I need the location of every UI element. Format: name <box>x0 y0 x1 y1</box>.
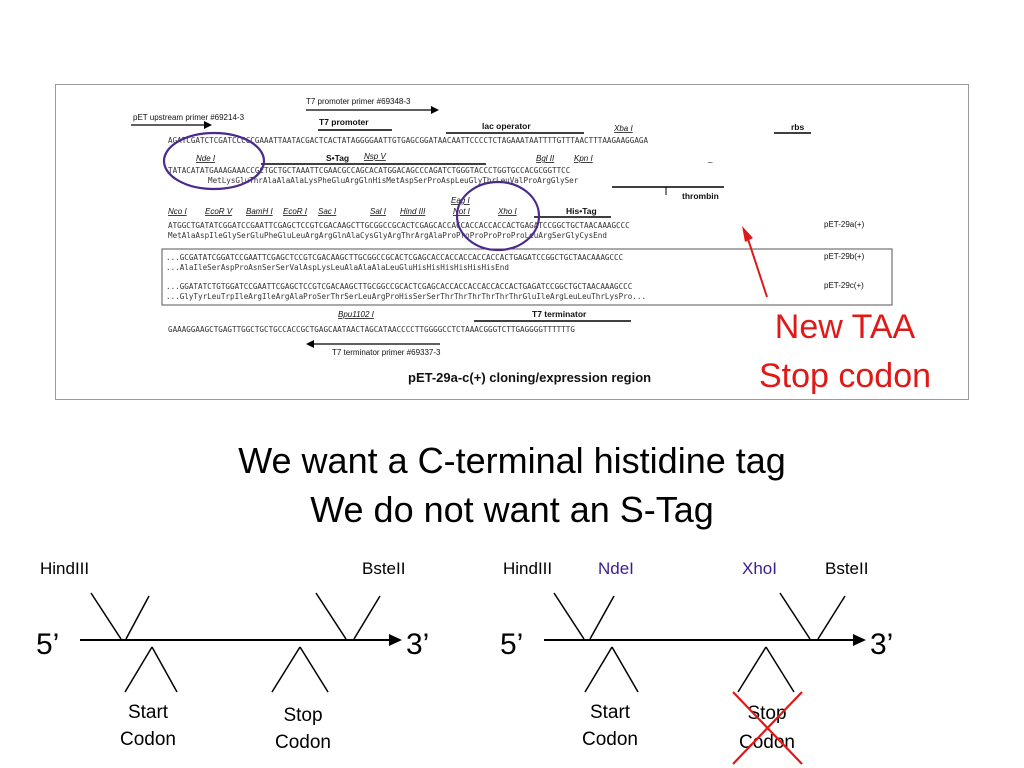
left-hind-label: HindIII <box>40 559 89 578</box>
construct-diagrams: HindIII BsteII 5’ 3’ Start Codon Stop Co… <box>36 559 893 765</box>
right-stop-codon-label-2: Codon <box>739 732 795 753</box>
plasmid-figure: pET upstream primer #69214-3 T7 promoter… <box>55 84 969 400</box>
kpn-label: Kpn I <box>574 154 593 163</box>
seq-line-3: MetLysGluThrAlaAlaAlaLysPheGluArgGlnHisM… <box>208 176 579 185</box>
nde-circle <box>162 131 266 191</box>
plasmid-map: pET upstream primer #69214-3 T7 promoter… <box>131 97 893 385</box>
lac-operator-label: lac operator <box>482 121 531 131</box>
seq-line-5: MetAlaAspIleGlySerGluPheGluLeuArgArgGlnA… <box>168 231 607 240</box>
bpu-label: Bpu1102 I <box>338 310 375 319</box>
t7-terminator-primer-label: T7 terminator primer #69337-3 <box>332 348 441 357</box>
right-start-codon-label-1: Start <box>590 702 631 723</box>
stop-codon-cross-b <box>732 691 803 765</box>
right-xho-label: XhoI <box>742 559 777 578</box>
t7-terminator-label: T7 terminator <box>532 309 587 319</box>
sac-label: Sac I <box>318 207 337 216</box>
sal-label: Sal I <box>370 207 387 216</box>
nco-label: Nco I <box>168 207 187 216</box>
left-bste-label: BsteII <box>362 559 405 578</box>
vector-b-label: pET-29b(+) <box>824 252 865 261</box>
new-taa-label-2: Stop codon <box>758 357 932 395</box>
ecori-label: EcoR I <box>283 207 308 216</box>
xho-circle <box>455 180 541 252</box>
right-three-prime: 3’ <box>870 628 893 661</box>
right-five-prime: 5’ <box>500 628 523 661</box>
nde-label: Nde I <box>196 154 216 163</box>
t7-promoter-label: T7 promoter <box>319 117 369 127</box>
seq-line-10: GAAAGGAAGCTGAGTTGGCTGCTGCCACCGCTGAGCAATA… <box>168 325 575 334</box>
histag-label: His•Tag <box>566 206 597 216</box>
seq-line-8: ...GGATATCTGTGGATCCGAATTCGAGCTCCGTCGACAA… <box>166 282 632 291</box>
bamh-label: BamH I <box>246 207 273 216</box>
right-bste-label: BsteII <box>825 559 868 578</box>
seq-line-4: ATGGCTGATATCGGATCCGAATTCGAGCTCCGTCGACAAG… <box>168 221 630 230</box>
figure-title: pET-29a-c(+) cloning/expression region <box>408 370 651 385</box>
seq-line-6: ...GCGATATCGGATCCGAATTCGAGCTCCGTCGACAAGC… <box>166 253 623 262</box>
ecorv-label: EcoR V <box>205 207 233 216</box>
stag-label: S•Tag <box>326 153 349 163</box>
thrombin-label: thrombin <box>682 191 719 201</box>
left-construct-diagram: HindIII BsteII 5’ 3’ Start Codon Stop Co… <box>36 559 429 753</box>
headline-line-1: We want a C-terminal histidine tag <box>238 440 786 481</box>
left-three-prime: 3’ <box>406 628 429 661</box>
left-start-codon-label-1: Start <box>128 702 169 723</box>
vector-c-label: pET-29c(+) <box>824 281 864 290</box>
seq-line-2: TATACATATGAAAGAAACCGCTGCTGCTAAATTCGAACGC… <box>168 166 570 175</box>
xho-label: Xho I <box>497 207 517 216</box>
right-start-codon-label-2: Codon <box>582 729 638 750</box>
nsp-label: Nsp V <box>364 152 386 161</box>
left-stop-codon-label-1: Stop <box>283 705 322 726</box>
seq-line-1: AGATCGATCTCGATCCCGCGAAATTAATACGACTCACTAT… <box>168 136 648 145</box>
left-start-codon-label-2: Codon <box>120 729 176 750</box>
new-taa-label-1: New TAA <box>774 308 916 346</box>
seq-line-7: ...AlaIleSerAspProAsnSerSerValAspLysLeuA… <box>166 263 509 272</box>
not-label: Not I <box>453 207 471 216</box>
right-hind-label: HindIII <box>503 559 552 578</box>
svg-text:_: _ <box>707 154 713 163</box>
right-construct-diagram: HindIII NdeI XhoI BsteII 5’ 3’ Start Cod… <box>500 559 893 765</box>
bgl-label: Bgl II <box>536 154 555 163</box>
left-five-prime: 5’ <box>36 628 59 661</box>
right-nde-label: NdeI <box>598 559 634 578</box>
seq-line-9: ...GlyTyrLeuTrpIleArgIleArgAlaProSerThrS… <box>166 292 646 301</box>
left-stop-codon-label-2: Codon <box>275 732 331 753</box>
t7-promoter-primer-label: T7 promoter primer #69348-3 <box>306 97 411 106</box>
vector-a-label: pET-29a(+) <box>824 220 865 229</box>
upstream-primer-label: pET upstream primer #69214-3 <box>133 113 245 122</box>
xba-label: Xba I <box>613 124 633 133</box>
hind-label: Hind III <box>400 207 426 216</box>
headline-line-2: We do not want an S-Tag <box>310 489 714 530</box>
rbs-label: rbs <box>791 122 805 132</box>
